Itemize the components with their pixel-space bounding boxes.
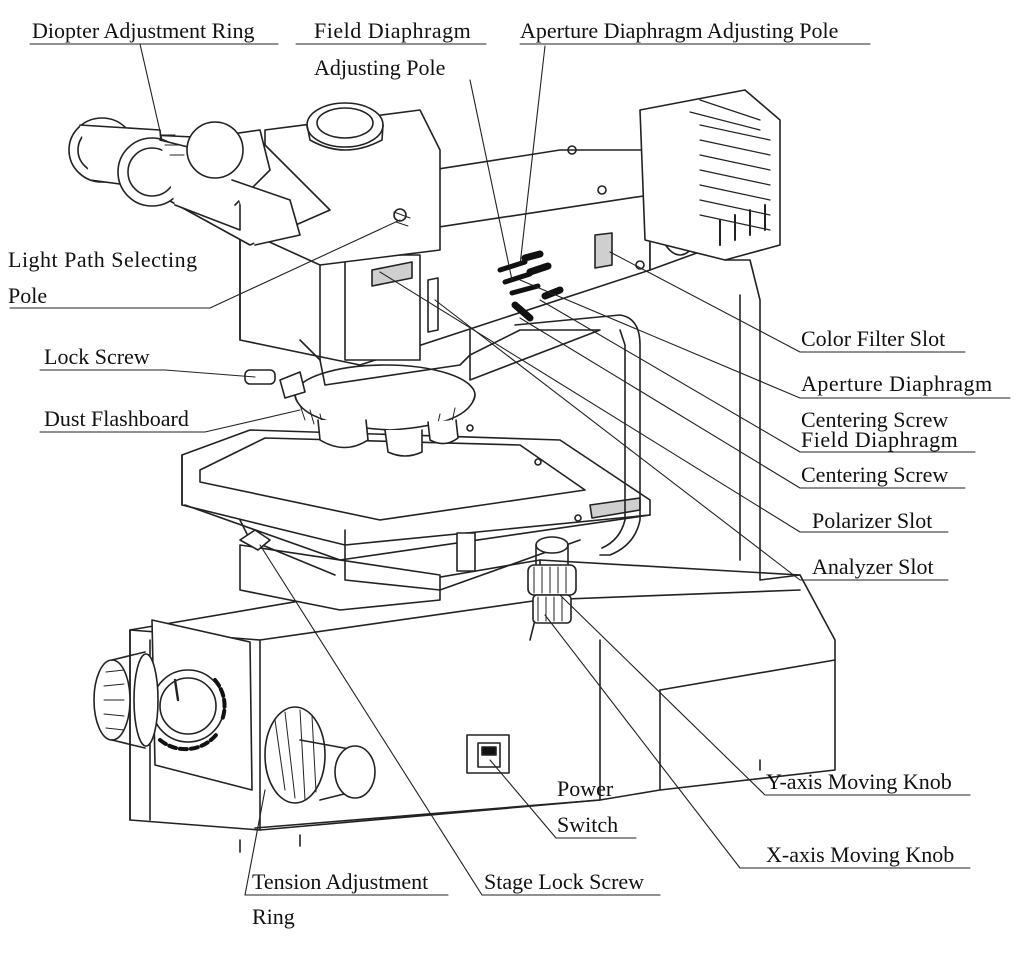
label-tension-adjustment-ring-1: Tension Adjustment bbox=[252, 869, 429, 894]
label-field-diaphragm-adjusting-pole-1: Field Diaphragm bbox=[314, 18, 472, 43]
stage-knob bbox=[527, 536, 577, 624]
label-x-axis-moving-knob: X-axis Moving Knob bbox=[766, 842, 955, 867]
focus-panel bbox=[151, 619, 253, 791]
label-aperture-diaphragm-centering-screw-1: Aperture Diaphragm bbox=[801, 371, 993, 396]
left-knob bbox=[93, 651, 159, 749]
label-aperture-diaphragm-centering-screw-2: Centering Screw bbox=[801, 407, 949, 432]
label-field-diaphragm-centering-screw-1: Field Diaphragm bbox=[801, 427, 959, 452]
stage bbox=[181, 424, 651, 611]
label-power-switch-1: Power bbox=[557, 776, 614, 801]
label-power-switch-2: Switch bbox=[557, 812, 619, 837]
label-tension-adjustment-ring-2: Ring bbox=[252, 904, 295, 929]
label-y-axis-moving-knob: Y-axis Moving Knob bbox=[766, 769, 952, 794]
label-light-path-selecting-pole-2: Pole bbox=[8, 283, 48, 308]
tension-knob bbox=[264, 706, 376, 804]
lamp-house bbox=[639, 89, 781, 271]
leader-lines bbox=[9, 43, 1011, 896]
label-field-diaphragm-adjusting-pole-2: Adjusting Pole bbox=[314, 55, 446, 80]
label-analyzer-slot: Analyzer Slot bbox=[812, 554, 934, 579]
nosepiece bbox=[244, 364, 476, 457]
label-stage-lock-screw: Stage Lock Screw bbox=[484, 869, 645, 894]
label-diopter-adjustment-ring: Diopter Adjustment Ring bbox=[32, 18, 255, 43]
eyepieces bbox=[68, 117, 331, 246]
arm bbox=[469, 259, 801, 581]
label-color-filter-slot: Color Filter Slot bbox=[801, 326, 946, 351]
power-switch-shape bbox=[466, 734, 510, 774]
label-light-path-selecting-pole-1: Light Path Selecting bbox=[8, 247, 198, 272]
label-field-diaphragm-centering-screw-2: Centering Screw bbox=[801, 462, 949, 487]
label-polarizer-slot: Polarizer Slot bbox=[812, 508, 933, 533]
label-dust-flashboard: Dust Flashboard bbox=[44, 406, 189, 431]
label-lock-screw: Lock Screw bbox=[44, 344, 150, 369]
label-aperture-diaphragm-adjusting-pole: Aperture Diaphragm Adjusting Pole bbox=[520, 18, 839, 43]
trinocular-head bbox=[264, 102, 441, 266]
